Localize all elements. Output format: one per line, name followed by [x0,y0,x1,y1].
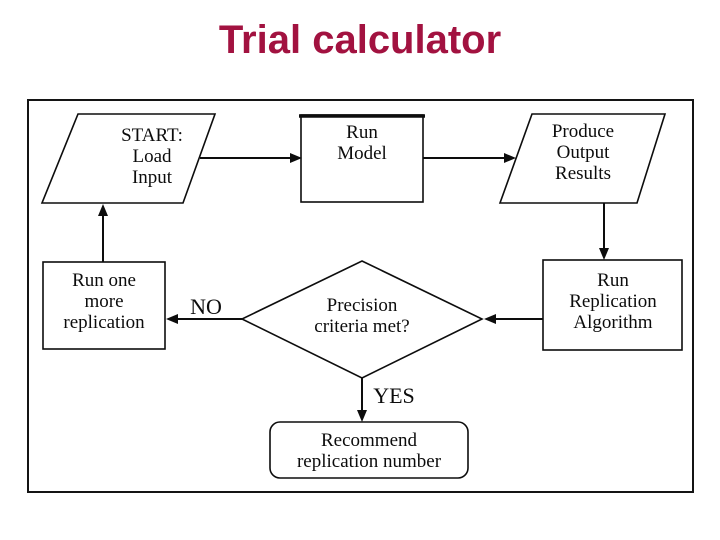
arrow-run-model-to-produce-output [423,153,516,163]
text-line: Produce [551,121,615,142]
text-line: replication [63,312,145,333]
node-decision-text: Precision criteria met? [292,295,432,337]
run-replication-rectangle-shape [542,259,683,351]
text-line: Output [556,142,610,163]
text-line: more [84,291,124,312]
recommend-rounded-rectangle-shape [269,421,469,479]
text-line: replication number [296,451,442,472]
start-parallelogram-shape [40,113,217,204]
arrow-decision-yes-to-recommend [357,378,367,422]
node-start-text: START: Load Input [92,125,212,188]
text-line: Precision [326,295,398,316]
node-run-replication-text: Run Replication Algorithm [552,270,674,333]
edge-label-no: NO [190,294,222,319]
node-run-model-text: Run Model [302,122,422,164]
text-line: Load [132,146,172,167]
node-produce-output-text: Produce Output Results [523,121,643,184]
text-line: Replication [569,291,657,312]
arrow-run-one-more-to-start [98,204,108,262]
edge-label-yes: YES [373,383,415,408]
node-run-one-more-text: Run one more replication [44,270,164,333]
node-recommend-text: Recommend replication number [279,430,459,472]
text-line: Input [131,167,173,188]
text-line: Recommend [320,430,418,451]
arrow-produce-output-to-run-replication [599,203,609,260]
produce-output-parallelogram-shape [498,113,667,204]
text-line: criteria met? [314,316,410,337]
arrow-run-replication-to-decision [484,314,543,324]
slide-title: Trial calculator [218,18,502,62]
arrow-start-to-run-model [200,153,302,163]
text-line: Algorithm [573,312,653,333]
text-line: Run [597,270,629,291]
text-line: Model [337,143,387,164]
text-line: START: [121,125,183,146]
text-line: Run [346,122,378,143]
arrow-decision-no-to-run-one-more [166,314,242,324]
text-line: Results [555,163,611,184]
text-line: Run one [72,270,136,291]
